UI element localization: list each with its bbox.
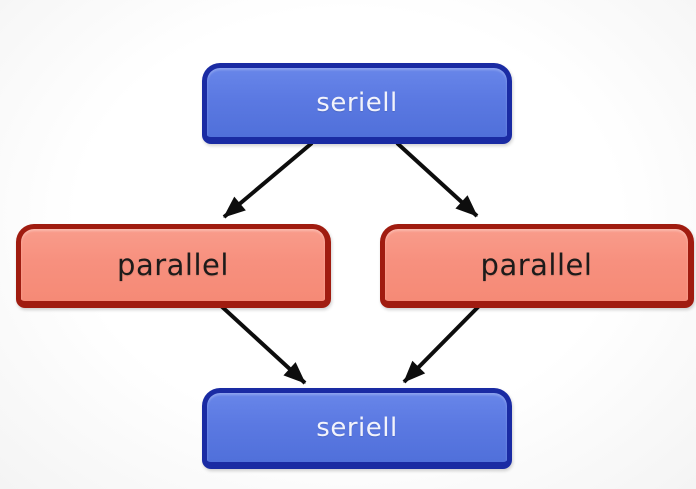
node-parallel-right-label: parallel — [480, 248, 593, 282]
arrow-parallel-right-to-seriell-bottom — [402, 301, 484, 384]
node-seriell-bottom: seriell — [202, 388, 512, 469]
node-parallel-left-label: parallel — [117, 248, 229, 282]
node-seriell-bottom-label: seriell — [316, 412, 398, 443]
arrow-parallel-left-to-seriell-bottom — [217, 302, 307, 385]
node-parallel-right: parallel — [380, 224, 694, 308]
node-parallel-left: parallel — [16, 224, 331, 308]
node-seriell-top: seriell — [202, 63, 512, 144]
arrow-seriell-top-to-parallel-right — [395, 141, 479, 218]
node-seriell-top-label: seriell — [316, 87, 398, 118]
arrow-seriell-top-to-parallel-left — [222, 141, 314, 219]
